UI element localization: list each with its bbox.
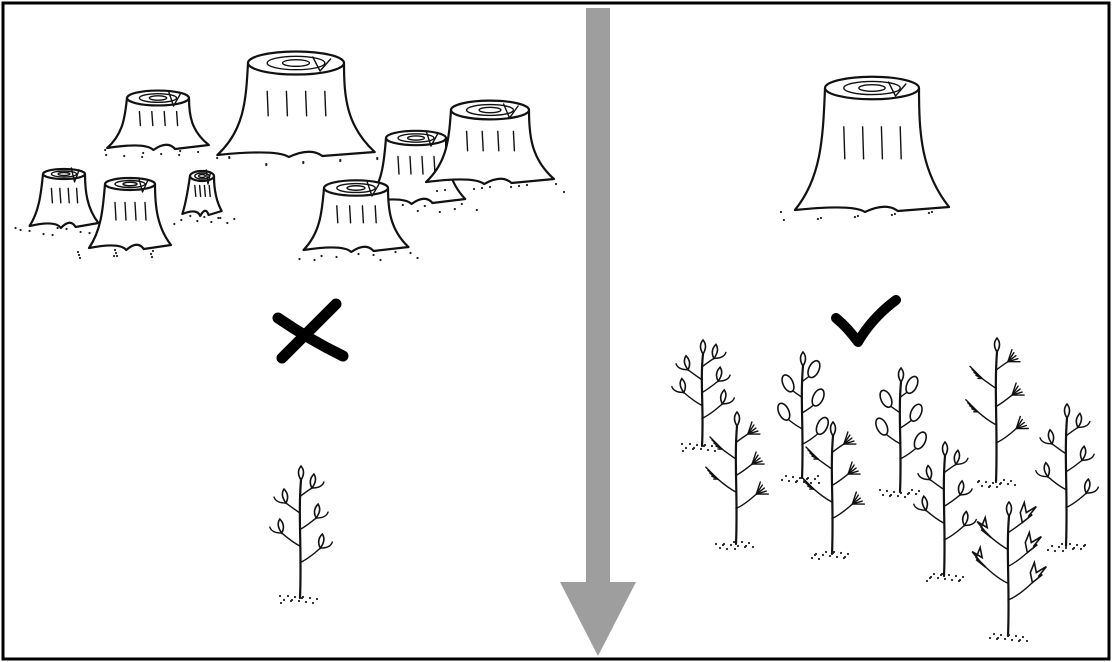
left-sapling	[270, 466, 333, 604]
right-sapling	[914, 442, 977, 582]
cross-icon	[278, 304, 343, 358]
right-sapling	[873, 368, 928, 498]
left-sapling-group	[270, 466, 333, 604]
right-stump-group	[780, 77, 949, 221]
right-sapling	[775, 352, 830, 484]
right-sapling	[672, 340, 735, 452]
left-stump	[173, 170, 235, 225]
right-sapling	[972, 502, 1046, 642]
left-stump	[217, 51, 378, 166]
left-stump	[14, 168, 104, 237]
right-sapling	[1036, 404, 1099, 552]
right-sapling	[966, 338, 1029, 488]
down-arrow-icon	[560, 8, 636, 656]
right-sapling	[802, 422, 865, 560]
right-sapling-group	[672, 338, 1099, 642]
left-panel	[14, 51, 565, 604]
left-stump	[426, 101, 565, 193]
left-stump	[104, 91, 218, 160]
left-stump-group	[14, 51, 565, 261]
right-stump	[780, 77, 949, 221]
right-panel	[672, 77, 1099, 642]
check-icon	[836, 300, 896, 342]
right-sapling	[706, 412, 769, 550]
